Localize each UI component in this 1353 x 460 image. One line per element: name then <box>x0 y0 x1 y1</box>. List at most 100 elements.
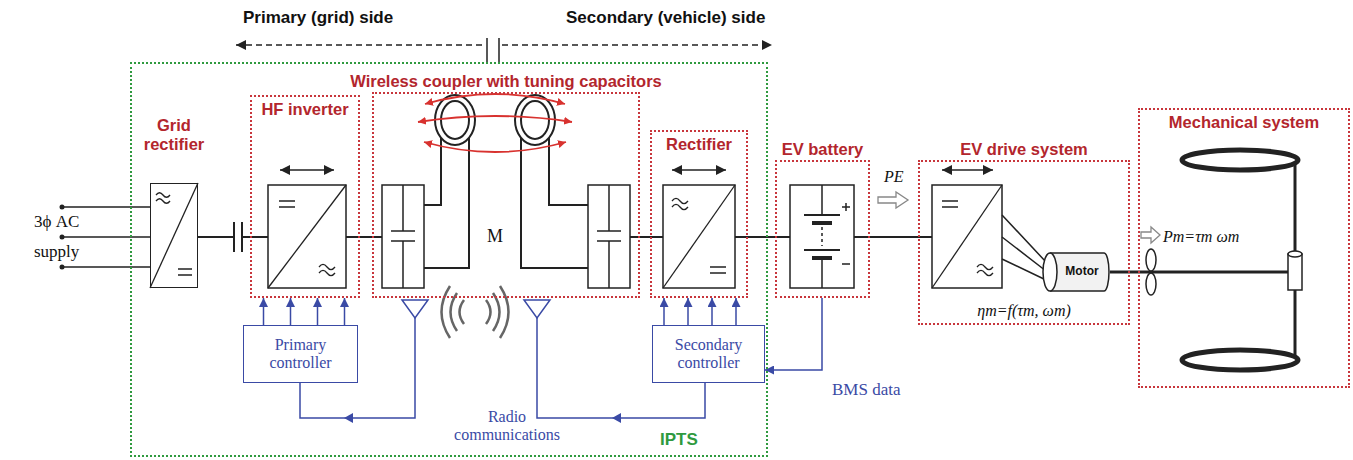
power-wire <box>870 236 918 238</box>
dc-link-capacitor <box>234 222 242 252</box>
magnetic-field <box>418 116 572 122</box>
side-arrows <box>502 44 772 46</box>
controller-label: Primary controller <box>253 336 349 373</box>
battery-symbol <box>790 185 854 288</box>
radio-waves <box>442 286 465 338</box>
block-heading: EV battery <box>782 140 864 159</box>
rectifier-symbol <box>663 170 735 288</box>
drivetrain <box>1138 271 1288 274</box>
motor-outline <box>1043 253 1057 291</box>
radio-waves <box>442 286 509 338</box>
block-heading: EV drive system <box>960 140 1088 159</box>
boundary-label: IPTS <box>660 430 698 450</box>
terminal-dot <box>60 265 65 270</box>
radio-arrowhead <box>612 413 621 423</box>
control-signal <box>290 298 292 325</box>
magnetic-field <box>418 94 572 152</box>
block-heading: Mechanical system <box>1169 113 1319 132</box>
tuning-capacitor <box>382 185 424 288</box>
control-signal <box>317 298 319 325</box>
rectifier-symbol <box>663 185 735 288</box>
drive-inverter-symbol <box>942 169 993 171</box>
block-heading: Rectifier <box>666 135 732 154</box>
side-arrows <box>236 38 772 62</box>
controller-box: Primary controller <box>243 325 358 383</box>
hf-inverter-symbol <box>279 201 295 207</box>
converter-symbol <box>150 183 198 288</box>
block-frame: Wireless coupler with tuning capacitors <box>372 92 640 298</box>
radio-arrowhead <box>344 413 353 423</box>
radio-link <box>402 300 428 318</box>
mutual-inductance: M <box>487 226 503 247</box>
magnetic-field <box>424 142 566 152</box>
control-signal <box>663 298 665 325</box>
power-formula: Pm=τm ωm <box>1163 228 1239 246</box>
radio-waves <box>486 286 509 338</box>
converter-symbol <box>150 183 198 288</box>
drive-inverter-symbol <box>942 201 958 207</box>
inner-wires <box>250 236 932 238</box>
hf-inverter-symbol <box>319 264 335 275</box>
block-frame: Mechanical systemPm=τm ωm <box>1138 108 1350 388</box>
block-frame: EV battery <box>775 160 870 298</box>
drivetrain <box>1146 249 1156 271</box>
power-wire <box>1110 271 1138 274</box>
rectifier-symbol <box>710 267 726 273</box>
controller-label: Secondary controller <box>661 336 757 373</box>
drive-inverter-symbol <box>932 170 1002 288</box>
power-flow-arrow <box>878 192 908 208</box>
capacitor-gap <box>235 233 241 241</box>
battery-symbol <box>804 215 840 250</box>
radio-label: Radio communications <box>440 408 574 444</box>
coupler-coil <box>521 101 549 139</box>
side-label: Primary (grid) side <box>243 8 393 28</box>
rectifier-symbol <box>672 198 688 209</box>
side-arrows <box>236 44 484 46</box>
block-frame: HF inverter <box>250 95 360 298</box>
control-signal <box>344 298 346 325</box>
converter-symbol <box>156 193 170 204</box>
side-arrows <box>487 38 499 62</box>
drivetrain <box>1138 150 1302 370</box>
coupler-coil <box>441 101 469 139</box>
radio-arrowhead <box>344 413 621 423</box>
power-flow-arrow <box>1141 227 1160 243</box>
rectifier-symbol <box>672 169 726 171</box>
drivetrain <box>1288 251 1302 257</box>
drivetrain <box>1182 150 1298 170</box>
rectifier-symbol <box>663 185 735 288</box>
hf-inverter-symbol <box>268 185 346 288</box>
edge-label: BMS data <box>830 380 902 400</box>
magnetic-field <box>425 94 565 104</box>
power-wire <box>748 236 775 238</box>
tuning-capacitor <box>391 185 415 288</box>
motor-cylinder: Motor <box>1042 252 1110 292</box>
control-signal <box>735 298 737 325</box>
control-signal <box>687 298 689 325</box>
side-label: Secondary (vehicle) side <box>566 8 765 28</box>
tuning-capacitor <box>588 185 630 288</box>
battery-symbol <box>812 223 832 258</box>
battery-symbol <box>842 203 850 264</box>
dc-link-capacitor <box>234 222 242 252</box>
radio-link <box>524 300 550 318</box>
power-wire <box>360 236 372 238</box>
battery-symbol <box>790 185 854 288</box>
drive-inverter-symbol <box>932 185 1002 288</box>
control-signal <box>711 298 713 325</box>
battery-symbol <box>821 227 823 246</box>
hf-inverter-symbol <box>268 170 346 288</box>
power-label: PE <box>884 168 904 186</box>
efficiency-formula: ηm=f(τm, ωm) <box>977 302 1071 320</box>
control-signal <box>765 298 822 370</box>
drivetrain <box>1146 273 1156 295</box>
motor-wires <box>1002 215 1046 280</box>
drivetrain <box>1288 254 1302 290</box>
coupler-coil <box>521 138 588 268</box>
supply-label: 3ϕ AC supply <box>34 207 106 267</box>
converter-symbol <box>178 269 192 275</box>
block-heading: HF inverter <box>261 100 348 119</box>
